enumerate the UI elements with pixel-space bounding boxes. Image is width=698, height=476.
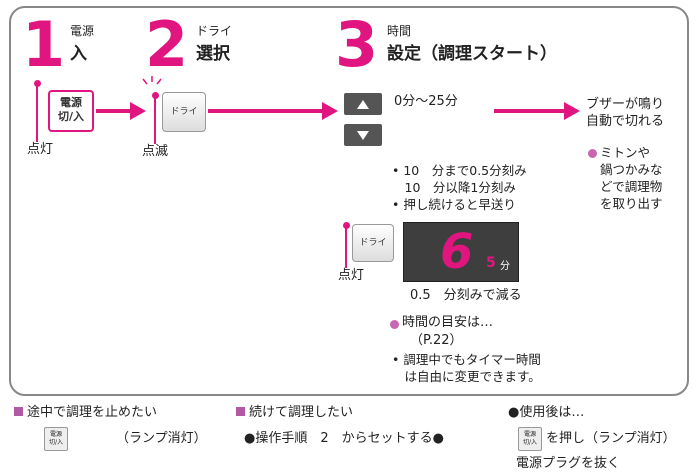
step-note-1: • 10 分まで0.5分刻み (392, 163, 527, 178)
power-button-label-top: 電源 (60, 96, 82, 109)
step-1-number: 1 (22, 8, 66, 81)
triangle-up-icon (357, 100, 369, 109)
lit-label: 点灯 (27, 142, 54, 157)
step-note-3: • 押し続けると早送り (392, 197, 516, 212)
decrement-note: 0.5 分刻みで減る (410, 288, 522, 303)
continue-square-icon (236, 407, 245, 416)
stop-square-icon (14, 407, 23, 416)
power-button[interactable]: 電源 切/入 (48, 90, 94, 132)
after-text: を押し（ランプ消灯） (546, 431, 676, 446)
arrow-2-head (322, 102, 338, 120)
triangle-down-icon (357, 131, 369, 140)
indicator-line (36, 86, 38, 142)
lit-indicator-line (345, 228, 347, 268)
blink-lamp-dot (152, 92, 159, 99)
display-unit: 分 (500, 261, 510, 272)
time-range: 0分～25分 (394, 94, 458, 109)
time-down-button[interactable] (344, 124, 382, 146)
timer-display: 6 5 分 (403, 222, 519, 282)
step-2-title: 選択 (196, 44, 230, 64)
step-1-title: 入 (70, 44, 87, 64)
lit-label-2: 点灯 (338, 268, 365, 283)
step-1-small-label: 電源 (70, 24, 95, 38)
stop-title-text: 途中で調理を止めたい (27, 405, 158, 420)
footer-continue-title: 続けて調理したい (236, 405, 353, 421)
step-2-small-label: ドライ (196, 24, 233, 38)
step-3-small-label: 時間 (387, 24, 412, 38)
buzzer-note: ブザーが鳴り 自動で切れる (586, 97, 665, 129)
continue-title-text: 続けて調理したい (249, 405, 354, 420)
mitten-note: ミトンや 鍋つかみな どで調理物 を取り出す (600, 145, 663, 211)
dry-button-lit[interactable]: ドライ (352, 224, 394, 262)
arrow-2-shaft (208, 109, 324, 113)
dry-button[interactable]: ドライ (162, 92, 206, 132)
power-button-label-bottom: 切/入 (57, 110, 85, 123)
display-digit: 6 (440, 224, 474, 280)
step-2-number: 2 (145, 8, 189, 81)
lit-lamp-dot (343, 222, 350, 229)
time-up-button[interactable] (344, 93, 382, 115)
continue-text: ●操作手順 2 からセットする● (244, 431, 444, 446)
step-note-2: 10 分以降1分刻み (392, 180, 516, 195)
dry-button-label: ドライ (170, 107, 198, 117)
arrow-1-head (130, 102, 146, 120)
change-note: • 調理中でもタイマー時間 は自由に変更できます。 (392, 352, 541, 384)
stop-power-icon: 電源 切/入 (44, 427, 68, 451)
blink-indicator-line (154, 98, 156, 144)
arrow-1-shaft (96, 109, 132, 113)
guide-text: 時間の目安は… (402, 315, 494, 330)
blink-label: 点滅 (142, 144, 169, 159)
footer-stop-title: 途中で調理を止めたい (14, 405, 157, 421)
stop-text: （ランプ消灯） (116, 431, 207, 446)
arrow-3-head (564, 102, 580, 120)
arrow-3-shaft (494, 109, 566, 113)
step-3-title: 設定（調理スタート） (387, 44, 557, 64)
after-title: ●使用後は… (508, 405, 585, 420)
guide-bullet (390, 320, 399, 329)
after-power-icon: 電源 切/入 (518, 427, 542, 451)
indicator-lamp-dot (34, 80, 41, 87)
dry-button-lit-label: ドライ (359, 238, 387, 248)
after-text-2: 電源プラグを抜く (516, 456, 621, 471)
display-digit-sub: 5 (486, 255, 496, 271)
guide-ref: （P.22） (410, 333, 463, 348)
blink-rays-icon (142, 76, 162, 85)
step-3-number: 3 (335, 8, 379, 81)
instruction-panel (9, 6, 689, 396)
mitten-bullet (588, 149, 597, 158)
